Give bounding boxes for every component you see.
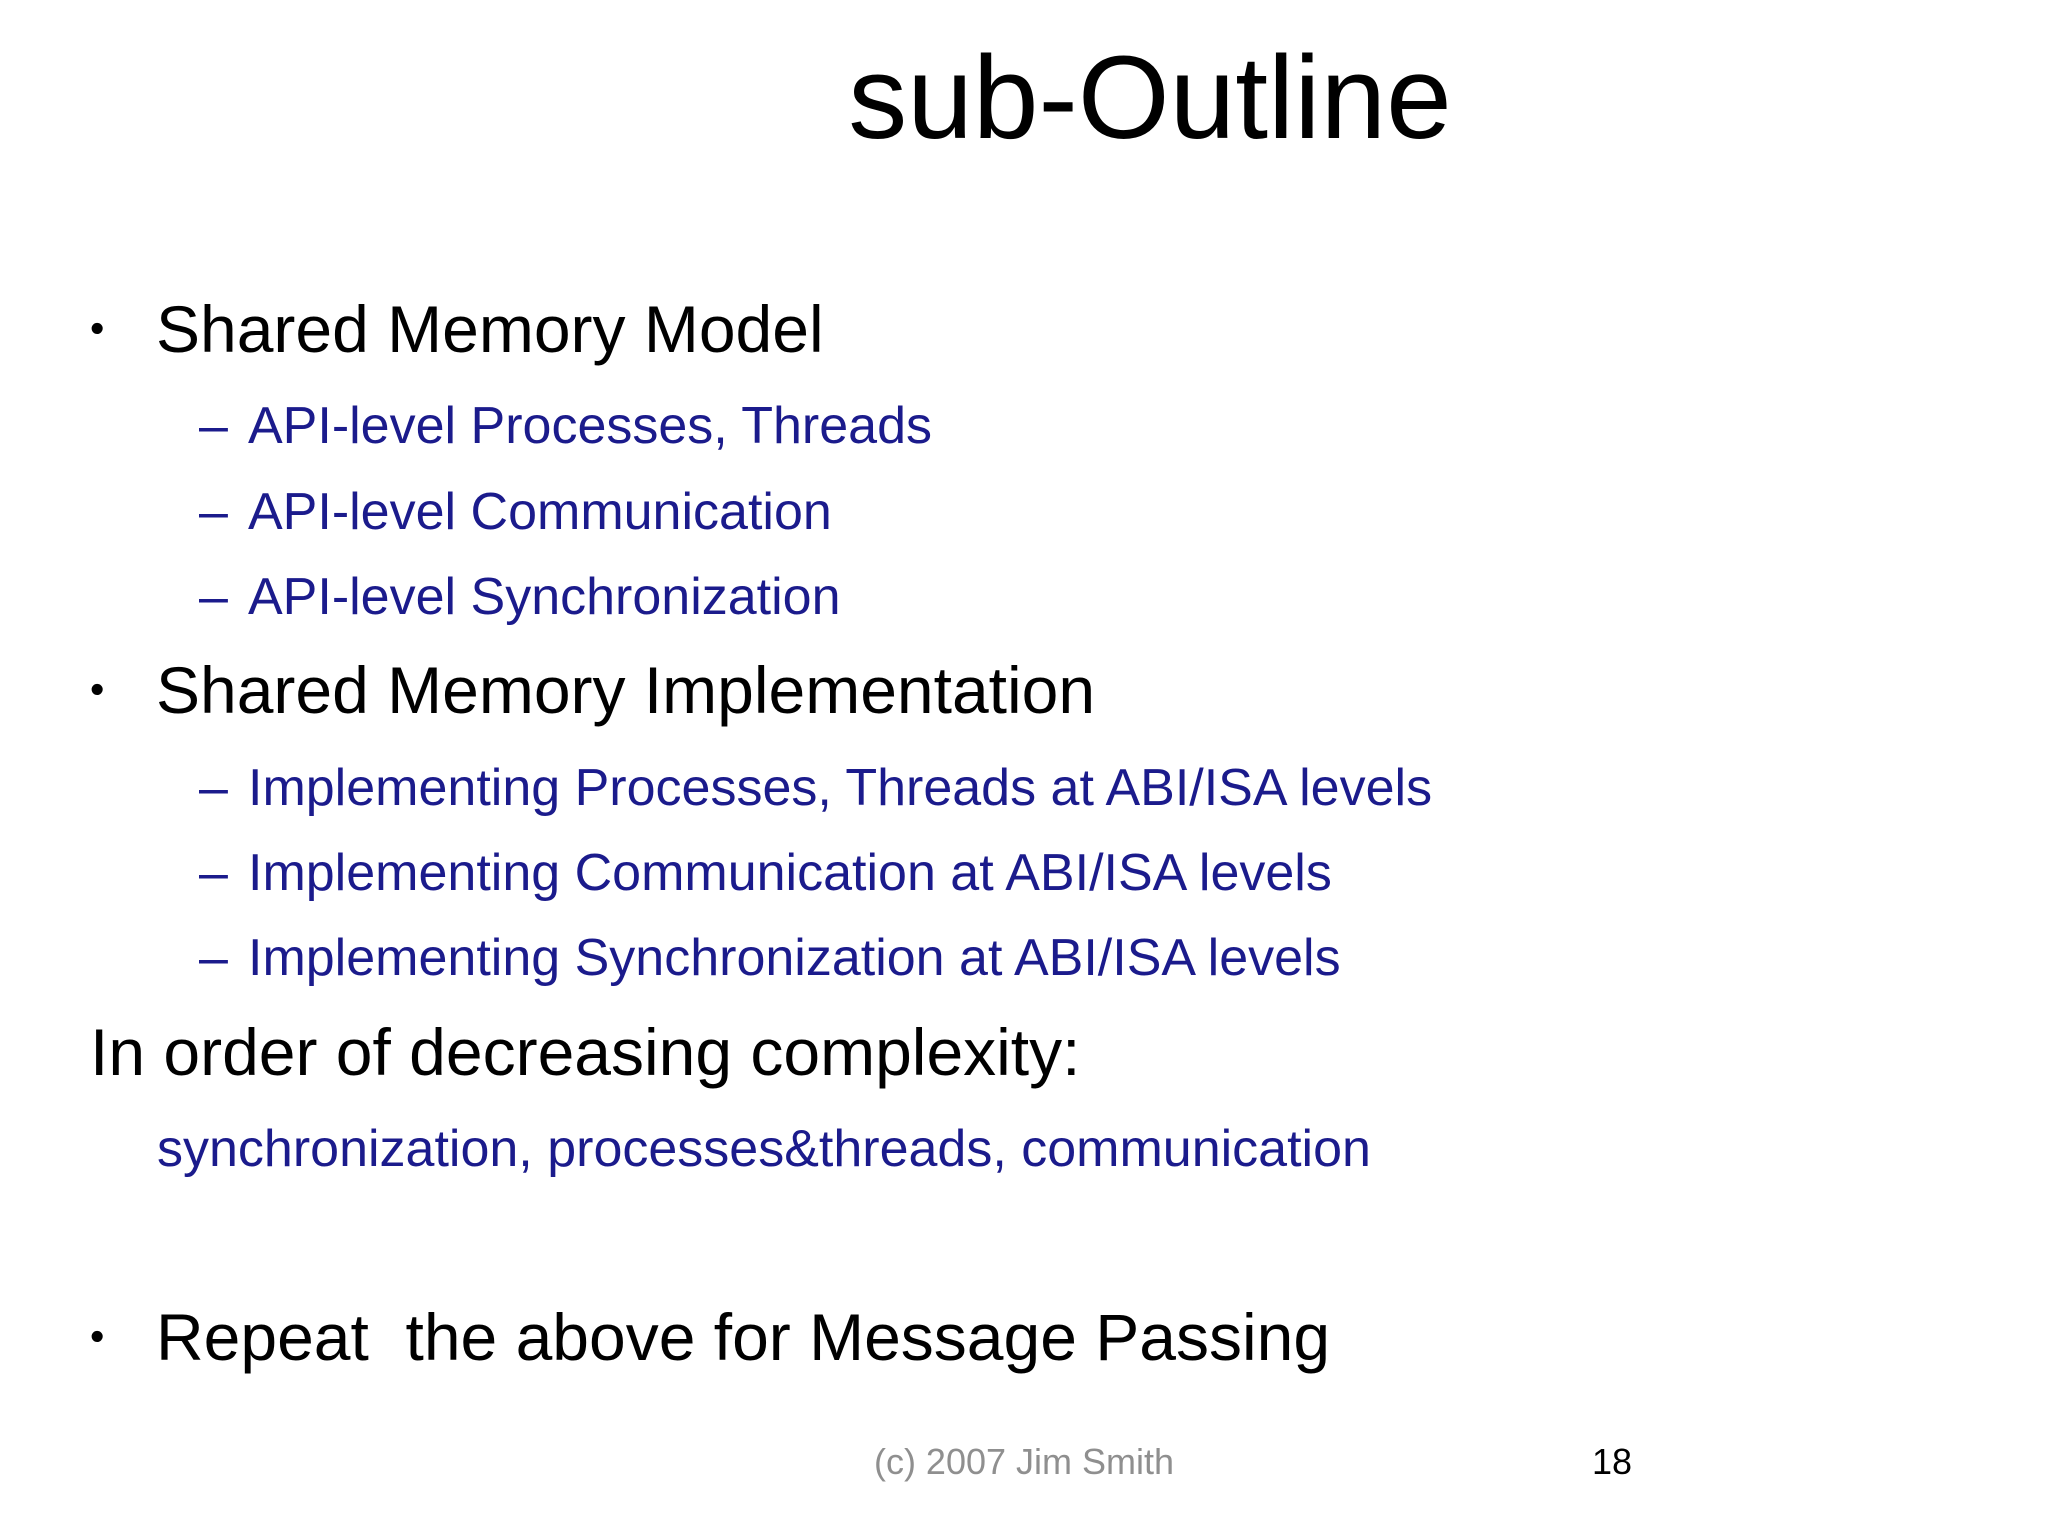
dash-icon: –: [199, 397, 228, 456]
sub-bullet-item: – Implementing Communication at ABI/ISA …: [90, 842, 2018, 904]
sub-bullet-item: – Implementing Synchronization at ABI/IS…: [90, 927, 2018, 989]
paragraph-text: In order of decreasing complexity:: [90, 1014, 1081, 1089]
sub-bullet-text: Implementing Synchronization at ABI/ISA …: [248, 929, 1341, 988]
plain-paragraph: In order of decreasing complexity:: [90, 1013, 2018, 1092]
indented-blue-text: synchronization, processes&threads, comm…: [157, 1119, 1371, 1178]
slide-title: sub-Outline: [848, 32, 1452, 164]
bullet-item: • Shared Memory Model: [90, 290, 2018, 369]
dash-icon: –: [199, 929, 228, 988]
bullet-icon: •: [90, 666, 105, 713]
sub-bullet-item: – API-level Synchronization: [90, 566, 2018, 628]
sub-bullet-item: – API-level Communication: [90, 481, 2018, 543]
sub-bullet-text: API-level Processes, Threads: [248, 397, 932, 456]
bullet-text: Shared Memory Implementation: [156, 653, 1096, 728]
copyright-text: (c) 2007 Jim Smith: [873, 1441, 1175, 1482]
indented-blue-line: synchronization, processes&threads, comm…: [90, 1118, 2018, 1180]
bullet-icon: •: [90, 305, 105, 351]
dash-icon: –: [199, 843, 228, 902]
sub-bullet-item: – Implementing Processes, Threads at ABI…: [90, 757, 2018, 819]
bullet-item: • Repeat the above for Message Passing: [90, 1298, 2018, 1377]
bullet-text: Shared Memory Model: [156, 292, 824, 366]
dash-icon: –: [199, 567, 228, 626]
dash-icon: –: [199, 482, 228, 541]
page-number: 18: [1592, 1441, 1633, 1482]
sub-bullet-text: API-level Communication: [248, 482, 832, 541]
bullet-text: Repeat the above for Message Passing: [156, 1300, 1331, 1375]
sub-bullet-text: API-level Synchronization: [248, 567, 841, 626]
sub-bullet-item: – API-level Processes, Threads: [90, 395, 2018, 457]
bullet-item: • Shared Memory Implementation: [90, 651, 2018, 730]
bullet-icon: •: [90, 1313, 105, 1360]
sub-bullet-text: Implementing Communication at ABI/ISA le…: [248, 843, 1332, 902]
dash-icon: –: [199, 758, 228, 817]
slide-footer: (c) 2007 Jim Smith 18: [0, 1440, 2048, 1483]
sub-bullet-text: Implementing Processes, Threads at ABI/I…: [248, 758, 1433, 817]
slide-body: • Shared Memory Model – API-level Proces…: [90, 290, 2018, 1403]
